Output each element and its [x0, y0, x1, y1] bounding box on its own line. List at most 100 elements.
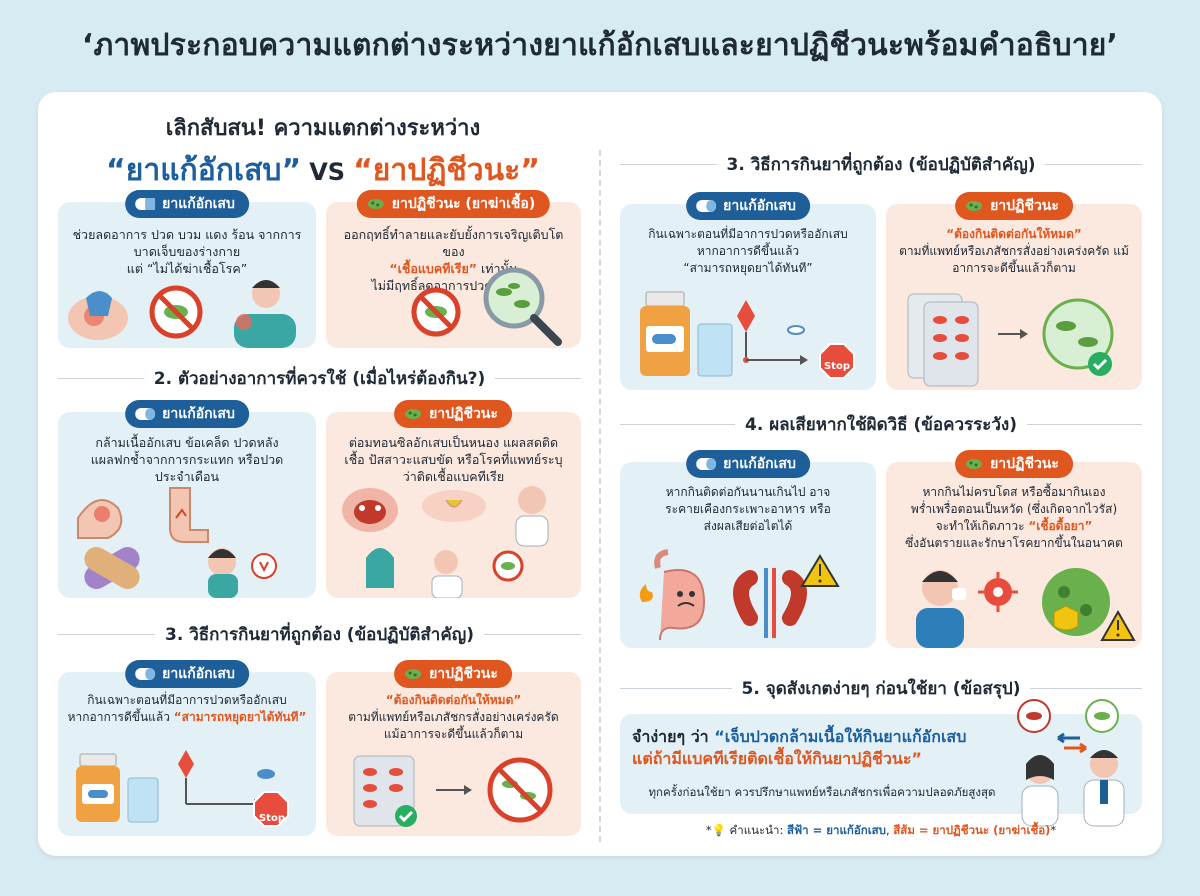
sec3-right-orange-pill-label: ยาปฏิชีวนะ: [990, 198, 1059, 214]
stop-sign-label: Stop: [823, 361, 850, 372]
sec1-antibiotic-pill: ยาปฏิชีวนะ (ยาฆ่าเชื้อ): [356, 190, 550, 218]
tip-tail: *: [1050, 823, 1057, 837]
sec3-left-antibiotic-pill: ยาปฏิชีวนะ: [394, 660, 512, 688]
capsule-icon: [135, 408, 156, 420]
sec4-orange-line2: จะทำให้เกิดภาวะ: [935, 519, 1029, 533]
sec3-left-orange-highlight: “ต้องกินติดต่อกันให้หมด”: [385, 693, 522, 707]
sec3-right-blue-line1: กินเฉพาะตอนที่มีอาการปวดหรืออักเสบ: [648, 227, 848, 241]
summary-panel: จำง่ายๆ ว่า “เจ็บปวดกล้ามเนื้อให้กินยาแก…: [620, 699, 1142, 827]
sec3-left-anti-inflammatory-pill: ยาแก้อักเสบ: [125, 660, 249, 688]
sec1-blue-line2: แต่ “ไม่ได้ฆ่าเชื้อโรค”: [126, 261, 248, 276]
sec2-anti-inflammatory-pill: ยาแก้อักเสบ: [125, 400, 249, 428]
sec3-left-blue-pill-label: ยาแก้อักเสบ: [162, 666, 235, 682]
sec3-left-orange-pill-label: ยาปฏิชีวนะ: [429, 666, 498, 682]
sec3-right-orange-highlight: “ต้องกินติดต่อกันให้หมด”: [946, 227, 1082, 241]
sec2-rule-left: [58, 377, 144, 379]
pill-pack-bacteria-icon: [353, 755, 553, 827]
sec3-right-heading: 3. วิธีการกินยาที่ถูกต้อง (ข้อปฏิบัติสำค…: [620, 152, 1142, 176]
sec3-left-blue-line1: กินเฉพาะตอนที่มีอาการปวดหรืออักเสบ: [87, 693, 287, 707]
sec4-orange-line3: ซึ่งอันตรายและรักษาโรคยากขึ้นในอนาคต: [905, 536, 1123, 550]
bacteria-icon: [367, 199, 384, 209]
sec3-right-anti-inflammatory-panel: กินเฉพาะตอนที่มีอาการปวดหรืออักเสบ หากอา…: [620, 204, 876, 390]
tip-lead: *💡 คำแนะนำ:: [705, 823, 788, 837]
capsule-icon: [696, 458, 717, 470]
bacteria-magnifier-icon: [411, 267, 562, 346]
sec5-rule-right: [1030, 687, 1143, 689]
column-divider: [599, 150, 601, 842]
stop-sign-label: Stop: [258, 813, 285, 824]
sec4-orange-line1: หากกินไม่ครบโดส หรือซื้อมากินเอง พร่ำเพร…: [910, 485, 1118, 516]
sec4-anti-inflammatory-panel: หากกินติดต่อกันนานเกินไป อาจระคายเคืองกร…: [620, 462, 876, 648]
capsule-icon: [135, 668, 156, 680]
sec4-heading: 4. ผลเสียหากใช้ผิดวิธี (ข้อควรระวัง): [620, 412, 1143, 436]
sec3-left-antibiotic-panel: “ต้องกินติดต่อกันให้หมด” ตามที่แพทย์หรือ…: [326, 672, 581, 836]
sec4-antibiotic-pill: ยาปฏิชีวนะ: [955, 450, 1073, 478]
medicine-bottle-stop-icon: [76, 750, 289, 827]
sec2-anti-inflammatory-panel: กล้ามเนื้ออักเสบ ข้อเคล็ด ปวดหลัง แผลฟกช…: [58, 412, 316, 598]
infection-illustrations-icon: [342, 486, 549, 598]
intro-vs: VS: [309, 158, 346, 186]
sec3-left-orange-text: “ต้องกินติดต่อกันให้หมด” ตามที่แพทย์หรือ…: [344, 692, 563, 743]
sec5-heading: 5. จุดสังเกตง่ายๆ ก่อนใช้ยา (ข้อสรุป): [620, 676, 1143, 700]
sec3-right-antibiotic-panel: “ต้องกินติดต่อกันให้หมด” ตามที่แพทย์หรือ…: [886, 204, 1142, 390]
tip-orange: สีส้ม = ยาปฏิชีวนะ (ยาฆ่าเชื้อ): [893, 823, 1051, 837]
sec2-rule-right: [495, 377, 581, 379]
sec3-left-rule-left: [58, 633, 156, 635]
sec3-left-blue-text: กินเฉพาะตอนที่มีอาการปวดหรืออักเสบ หากอา…: [64, 692, 310, 726]
capsule-icon: [696, 200, 717, 212]
sec3-right-blue-line2: หากอาการดีขึ้นแล้ว: [696, 244, 800, 258]
bacteria-icon: [966, 459, 983, 469]
sec3-left-anti-inflammatory-panel: กินเฉพาะตอนที่มีอาการปวดหรืออักเสบ หากอา…: [58, 672, 316, 836]
sec4-orange-highlight: “เชื้อดื้อยา”: [1028, 519, 1093, 533]
tip-blue: สีฟ้า = ยาแก้อักเสบ: [787, 823, 886, 837]
sec1-antibiotic-panel: ออกฤทธิ์ทำลายและยับยั้งการเจริญเติบโตของ…: [326, 202, 581, 348]
tip-separator: ,: [885, 823, 894, 837]
intro-left-term: “ยาแก้อักเสบ”: [106, 153, 302, 188]
intro-line: เลิกสับสน! ความแตกต่างระหว่าง: [165, 116, 481, 141]
sec3-right-blue-pill-label: ยาแก้อักเสบ: [723, 198, 796, 214]
sec5-heading-text: 5. จุดสังเกตง่ายๆ ก่อนใช้ยา (ข้อสรุป): [741, 678, 1021, 699]
sec3-left-heading-text: 3. วิธีการกินยาที่ถูกต้อง (ข้อปฏิบัติสำค…: [165, 624, 474, 645]
sec4-rule-right: [1027, 423, 1143, 425]
sec3-right-rule-left: [620, 163, 717, 165]
pill-pack-bacteria-icon: [907, 293, 1114, 387]
injured-person-icon: [68, 280, 296, 348]
sec2-orange-text: ต่อมทอนซิลอักเสบเป็นหนอง แผลสดติดเชื้อ ป…: [344, 435, 563, 484]
sec4-blue-pill-label: ยาแก้อักเสบ: [723, 456, 796, 472]
sec1-anti-inflammatory-pill: ยาแก้อักเสบ: [125, 190, 249, 218]
sec1-orange-highlight: “เชื้อแบคทีเรีย”: [389, 261, 477, 276]
sec2-blue-text: กล้ามเนื้ออักเสบ ข้อเคล็ด ปวดหลัง แผลฟกช…: [90, 435, 284, 484]
sec3-right-antibiotic-pill: ยาปฏิชีวนะ: [955, 192, 1073, 220]
sec2-blue-pill-label: ยาแก้อักเสบ: [162, 406, 235, 422]
bacteria-icon: [966, 201, 983, 211]
sec4-antibiotic-panel: หากกินไม่ครบโดส หรือซื้อมากินเอง พร่ำเพร…: [886, 462, 1142, 648]
sec3-right-blue-text: กินเฉพาะตอนที่มีอาการปวดหรืออักเสบ หากอา…: [630, 226, 866, 277]
intro-comparison: “ยาแก้อักเสบ”VS“ยาปฏิชีวนะ”: [58, 147, 588, 194]
sec3-left-heading: 3. วิธีการกินยาที่ถูกต้อง (ข้อปฏิบัติสำค…: [58, 622, 581, 646]
sec3-right-rule-right: [1045, 163, 1142, 165]
sec4-heading-text: 4. ผลเสียหากใช้ผิดวิธี (ข้อควรระวัง): [745, 414, 1017, 435]
sec2-antibiotic-pill: ยาปฏิชีวนะ: [394, 400, 512, 428]
summary-blue-part: “เจ็บปวดกล้ามเนื้อให้กินยาแก้อักเสบ: [714, 727, 967, 746]
sec1-blue-pill-label: ยาแก้อักเสบ: [162, 196, 235, 212]
sec4-orange-text: หากกินไม่ครบโดส หรือซื้อมากินเอง พร่ำเพร…: [900, 484, 1128, 552]
color-legend-note: *💡 คำแนะนำ: สีฟ้า = ยาแก้อักเสบ, สีส้ม =…: [620, 822, 1142, 840]
sec3-right-orange-line: ตามที่แพทย์หรือเภสัชกรสั่งอย่างเคร่งครัด…: [899, 244, 1129, 275]
sec3-left-blue-highlight: “สามารถหยุดยาได้ทันที”: [173, 710, 307, 724]
sec4-rule-left: [620, 423, 736, 425]
intro-heading: เลิกสับสน! ความแตกต่างระหว่าง “ยาแก้อักเ…: [58, 110, 588, 194]
sec4-orange-pill-label: ยาปฏิชีวนะ: [990, 456, 1059, 472]
sec2-antibiotic-panel: ต่อมทอนซิลอักเสบเป็นหนอง แผลสดติดเชื้อ ป…: [326, 412, 581, 598]
sec1-anti-inflammatory-panel: ช่วยลดอาการ ปวด บวม แดง ร้อน จากการบาดเจ…: [58, 202, 316, 348]
medicine-bottle-stop-icon: [640, 291, 855, 379]
sec5-rule-left: [620, 687, 732, 689]
capsule-icon: [135, 198, 156, 210]
sec3-right-orange-text: “ต้องกินติดต่อกันให้หมด” ตามที่แพทย์หรือ…: [896, 226, 1132, 277]
sec1-orange-line1: ออกฤทธิ์ทำลายและยับยั้งการเจริญเติบโตของ: [343, 227, 564, 259]
sec1-blue-line1: ช่วยลดอาการ ปวด บวม แดง ร้อน จากการบาดเจ…: [72, 227, 302, 259]
sec3-left-blue-line2: หากอาการดีขึ้นแล้ว: [67, 710, 174, 724]
bacteria-icon: [405, 409, 422, 419]
summary-orange-part: แต่ถ้ามีแบคทีเรียติดเชื้อให้กินยาปฏิชีวน…: [632, 749, 922, 768]
sec3-right-heading-text: 3. วิธีการกินยาที่ถูกต้อง (ข้อปฏิบัติสำค…: [726, 154, 1036, 175]
bacteria-icon: [405, 669, 422, 679]
